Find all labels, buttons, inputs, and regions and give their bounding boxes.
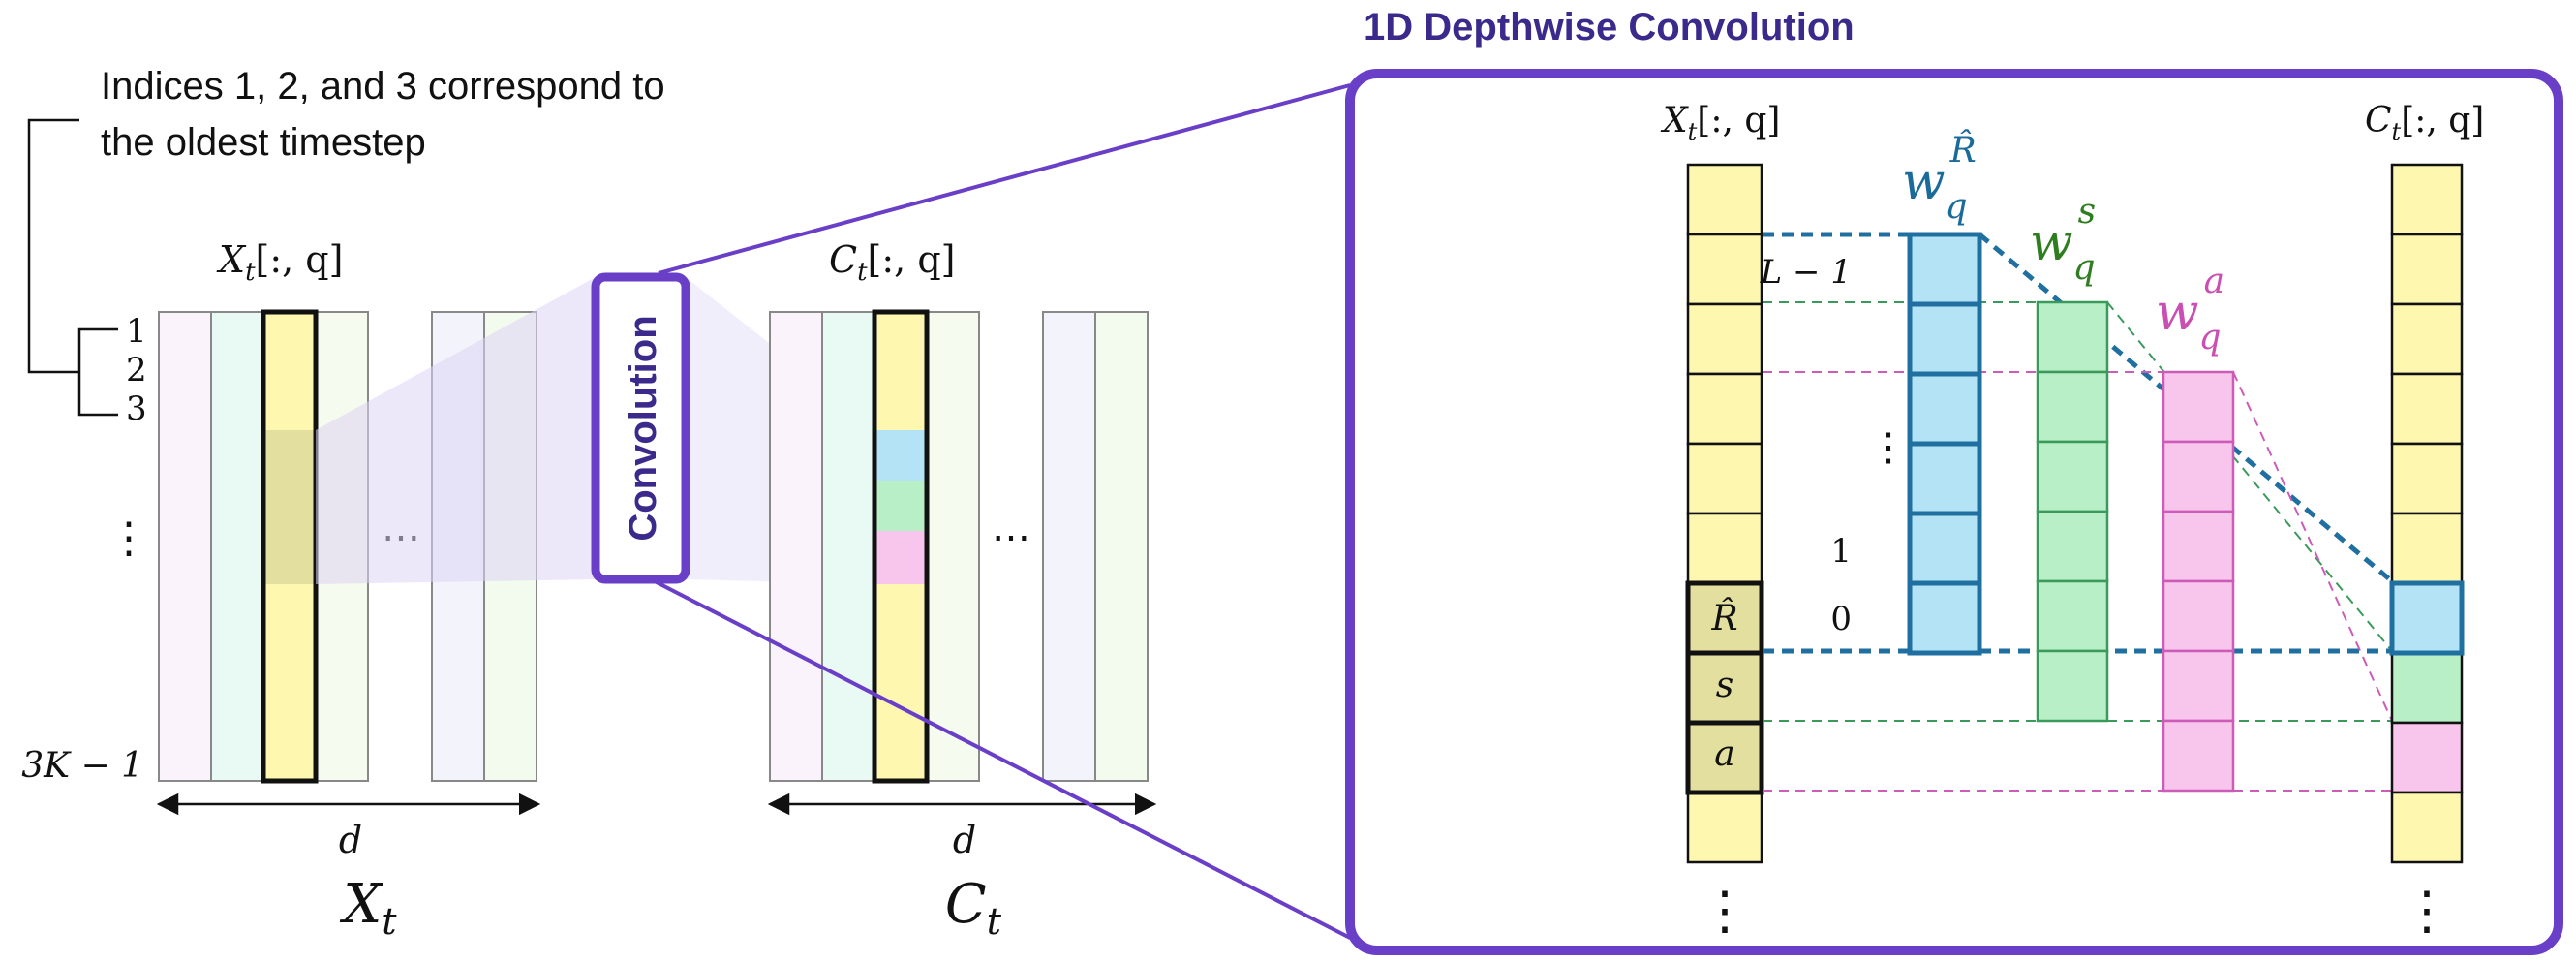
note-bracket	[27, 118, 79, 374]
detail-input-column-label: Xt[:, q]	[1660, 101, 1780, 145]
zoom-line-top	[658, 83, 1351, 275]
right-cell-green	[876, 481, 925, 531]
input-cell	[1686, 791, 1763, 864]
kernel-a-label: wqa	[2156, 262, 2224, 358]
right-dim-label: d	[953, 819, 976, 861]
right-cell-blue	[876, 430, 925, 481]
token-label-r: R̂	[1710, 597, 1737, 638]
conv-input-shade	[316, 277, 596, 584]
kernel-a-cell	[2162, 649, 2235, 723]
last-index-label: 3K − 1	[21, 746, 143, 786]
detail-output-column-label: Ct[:, q]	[2365, 101, 2484, 145]
input-cell	[1686, 233, 1763, 306]
kernel-r-label: wqR̂	[1902, 129, 1977, 227]
output-cell	[2390, 791, 2464, 864]
index-brace	[58, 327, 118, 417]
input-cell	[1686, 442, 1763, 515]
output-cell	[2390, 512, 2464, 585]
input-cell	[1686, 163, 1763, 236]
output-cell	[2390, 581, 2464, 655]
kernel-a-cell	[2162, 440, 2235, 513]
left-dim-label: d	[339, 819, 362, 861]
kernel-a-cell	[2162, 370, 2235, 444]
kernel-a-cell	[2162, 579, 2235, 653]
left-matrix-name: Xt	[339, 873, 397, 943]
index-label-2: 2	[126, 351, 147, 389]
kernel-s-cell	[2036, 510, 2109, 583]
token-label-a: a	[1714, 734, 1734, 774]
input-token-border	[1685, 720, 1764, 795]
output-cell	[2390, 721, 2464, 794]
kernel-r	[1907, 232, 1982, 656]
output-cell	[2390, 163, 2464, 236]
kernel-s-cell	[2036, 649, 2109, 723]
diagram-title: 1D Depthwise Convolution	[1364, 6, 1855, 48]
kernel-s-cell	[2036, 370, 2109, 444]
kernel-r-cell	[1907, 232, 1982, 307]
right-column-label: Ct[:, q]	[829, 238, 955, 287]
left-column-label: Xt[:, q]	[216, 238, 343, 287]
input-cell	[1686, 721, 1763, 794]
detail-output-column	[2389, 163, 2465, 864]
kernel-r-cell	[1907, 441, 1982, 516]
detail-input-vdots: ⋮	[1699, 880, 1751, 941]
kernel-index-zero: 0	[1830, 600, 1852, 638]
note-line-1: Indices 1, 2, and 3 correspond to	[101, 65, 665, 108]
zoom-line-bottom	[650, 577, 1351, 940]
token-label-s: s	[1716, 666, 1733, 705]
kernel-s-cell	[2036, 579, 2109, 653]
output-cell	[2390, 651, 2464, 725]
right-hdots: ⋯	[992, 515, 1030, 560]
kernel-s-cell	[2036, 440, 2109, 513]
output-cell	[2390, 302, 2464, 376]
index-label-1: 1	[126, 312, 147, 351]
kernel-s-cell	[2036, 300, 2109, 374]
input-cell	[1686, 372, 1763, 446]
convolution-label: Convolution	[622, 315, 664, 541]
kernel-index-one: 1	[1830, 532, 1852, 571]
kernel-index-vdots: ⋮	[1869, 425, 1908, 470]
output-cell	[2390, 233, 2464, 306]
kernel-a-cell	[2162, 719, 2235, 793]
output-cell	[2390, 442, 2464, 515]
left-vdots: ⋮	[107, 513, 150, 563]
input-cell	[1686, 512, 1763, 585]
detail-input-column	[1685, 163, 1764, 864]
right-matrix	[769, 309, 1149, 784]
index-label-3: 3	[126, 389, 147, 428]
kernel-s	[2036, 300, 2109, 723]
kernel-r-cell	[1907, 371, 1982, 447]
input-cell	[1686, 302, 1763, 376]
right-matrix-name: Ct	[945, 873, 1002, 943]
kernel-r-cell	[1907, 511, 1982, 586]
detail-output-vdots: ⋮	[2401, 880, 2453, 941]
input-cell	[1686, 651, 1763, 725]
left-window-cells	[265, 430, 314, 584]
kernel-a	[2162, 370, 2235, 793]
kernel-r-cell	[1907, 301, 1982, 377]
right-cell-pink	[876, 531, 925, 584]
kernel-index-top: L − 1	[1760, 253, 1852, 292]
kernel-r-cell	[1907, 580, 1982, 656]
note-line-2: the oldest timestep	[101, 121, 426, 164]
convolution-box	[591, 272, 690, 584]
output-cell	[2390, 372, 2464, 446]
kernel-a-cell	[2162, 510, 2235, 583]
output-highlight-border	[2389, 580, 2465, 656]
kernel-s-label: wqs	[2030, 192, 2096, 288]
